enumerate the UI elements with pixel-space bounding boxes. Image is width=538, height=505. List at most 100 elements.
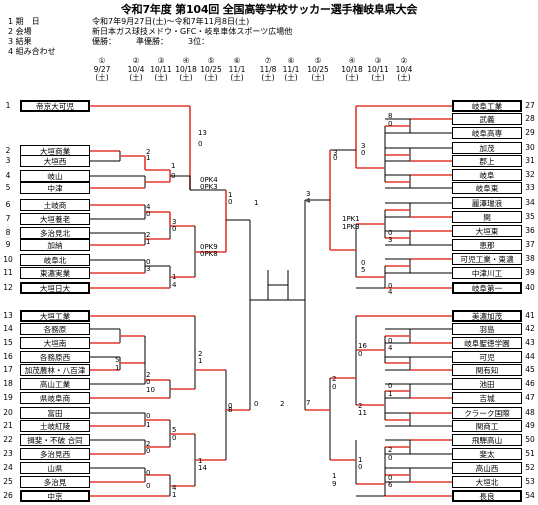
team-name: 高山工業 — [20, 378, 90, 390]
round-date: 10/25 — [200, 64, 222, 74]
score-label: 0 — [146, 258, 150, 266]
score-label: 0 — [388, 337, 392, 345]
seed-number: 31 — [525, 156, 535, 165]
team-name: 加納 — [20, 239, 90, 251]
round-no: ② — [400, 56, 408, 65]
seed-number: 25 — [3, 477, 13, 486]
seed-number: 40 — [525, 283, 535, 292]
score-label: 2 — [198, 350, 202, 358]
seed-number: 39 — [525, 268, 535, 277]
seed-number: 30 — [525, 143, 535, 152]
score-label: 3 — [333, 149, 337, 157]
seed-number: 26 — [3, 491, 13, 500]
team-name: 東濃実業 — [20, 267, 90, 279]
score-label: 0 — [388, 282, 392, 290]
team-name: 県岐阜商 — [20, 392, 90, 404]
team-name: 関商工 — [452, 420, 522, 432]
round-day: (土) — [371, 73, 385, 83]
seed-number: 13 — [3, 311, 13, 320]
score-label: 11 — [358, 409, 367, 417]
team-name: 可児工業・東濃 — [452, 253, 522, 265]
seed-number: 29 — [525, 128, 535, 137]
round-no: ⑥ — [233, 56, 241, 65]
round-date: 10/4 — [395, 64, 413, 74]
team-name: 斐太 — [452, 448, 522, 460]
seed-number: 54 — [525, 491, 535, 500]
round-no: ② — [132, 56, 140, 65]
seed-number: 28 — [525, 114, 535, 123]
score-label: 1 — [332, 472, 336, 480]
round-day: (土) — [179, 73, 193, 83]
score-label: 1PK3 — [342, 223, 360, 231]
seed-number: 50 — [525, 435, 535, 444]
score-label: 3 — [172, 218, 176, 226]
info-num: 1 — [8, 17, 14, 26]
team-name: 多治見北 — [20, 227, 90, 239]
score-label: 3 — [388, 236, 392, 244]
score-label: 0 — [171, 172, 175, 180]
round-date: 9/27 — [93, 64, 111, 74]
round-date: 10/18 — [175, 64, 197, 74]
info-date-row: 1 期 日 令和7年9月27日(土)～令和7年11月8日(土) — [8, 17, 249, 27]
seed-number: 16 — [3, 352, 13, 361]
score-label: 0 — [332, 383, 336, 391]
team-name: 中津 — [20, 182, 90, 194]
round-day: (土) — [230, 73, 244, 83]
team-name: 多治見 — [20, 476, 90, 488]
score-label: 0 — [361, 149, 365, 157]
round-no: ③ — [157, 56, 165, 65]
round-date: 11/8 — [259, 64, 277, 74]
score-label: 0 — [146, 210, 150, 218]
score-label: 8 — [228, 406, 232, 414]
round-no: ⑤ — [207, 56, 215, 65]
seed-number: 24 — [3, 463, 13, 472]
team-name: 武義 — [452, 113, 522, 125]
score-label: 0PK8 — [200, 250, 218, 258]
score-label: 1 — [146, 421, 150, 429]
seed-number: 42 — [525, 324, 535, 333]
seed-number: 34 — [525, 198, 535, 207]
info-venue-row: 2 会場 新日本ガス球技メドウ・GFC・岐阜車体スポーツ広場他 — [8, 27, 292, 37]
seed-number: 37 — [525, 240, 535, 249]
seed-number: 44 — [525, 352, 535, 361]
seed-number: 45 — [525, 365, 535, 374]
team-name: 大垣日大 — [20, 282, 90, 294]
info-result-row: 3 結果 優勝： 準優勝： 3位： — [8, 37, 209, 47]
team-name: 関有知 — [452, 364, 522, 376]
score-label: 2 — [388, 446, 392, 454]
seed-number: 10 — [3, 255, 13, 264]
seed-number: 20 — [3, 408, 13, 417]
team-name: 岐阜第一 — [452, 282, 522, 294]
seed-number: 41 — [525, 311, 535, 320]
round-no: ④ — [348, 56, 356, 65]
team-name: 多治見西 — [20, 448, 90, 460]
team-name: 山県 — [20, 462, 90, 474]
round-day: (土) — [261, 73, 275, 83]
score-label: 0 — [172, 434, 176, 442]
score-label: 1 — [254, 199, 258, 207]
score-label: 5 — [172, 426, 176, 434]
team-name: 中津川工 — [452, 267, 522, 279]
score-label: 0 — [388, 454, 392, 462]
seed-number: 46 — [525, 379, 535, 388]
seed-number: 32 — [525, 170, 535, 179]
round-no: ④ — [182, 56, 190, 65]
score-label: 7 — [306, 399, 310, 407]
team-name: 加茂農林・八百津 — [20, 364, 90, 376]
seed-number: 6 — [5, 200, 11, 209]
seed-number: 47 — [525, 393, 535, 402]
seed-number: 7 — [5, 214, 11, 223]
seed-number: 27 — [525, 101, 535, 110]
score-label: 2 — [146, 440, 150, 448]
score-label: 16 — [358, 342, 367, 350]
team-name: 岐阜北 — [20, 254, 90, 266]
score-label: 0 — [172, 225, 176, 233]
seed-number: 35 — [525, 212, 535, 221]
seed-number: 15 — [3, 338, 13, 347]
team-name: 高山西 — [452, 462, 522, 474]
